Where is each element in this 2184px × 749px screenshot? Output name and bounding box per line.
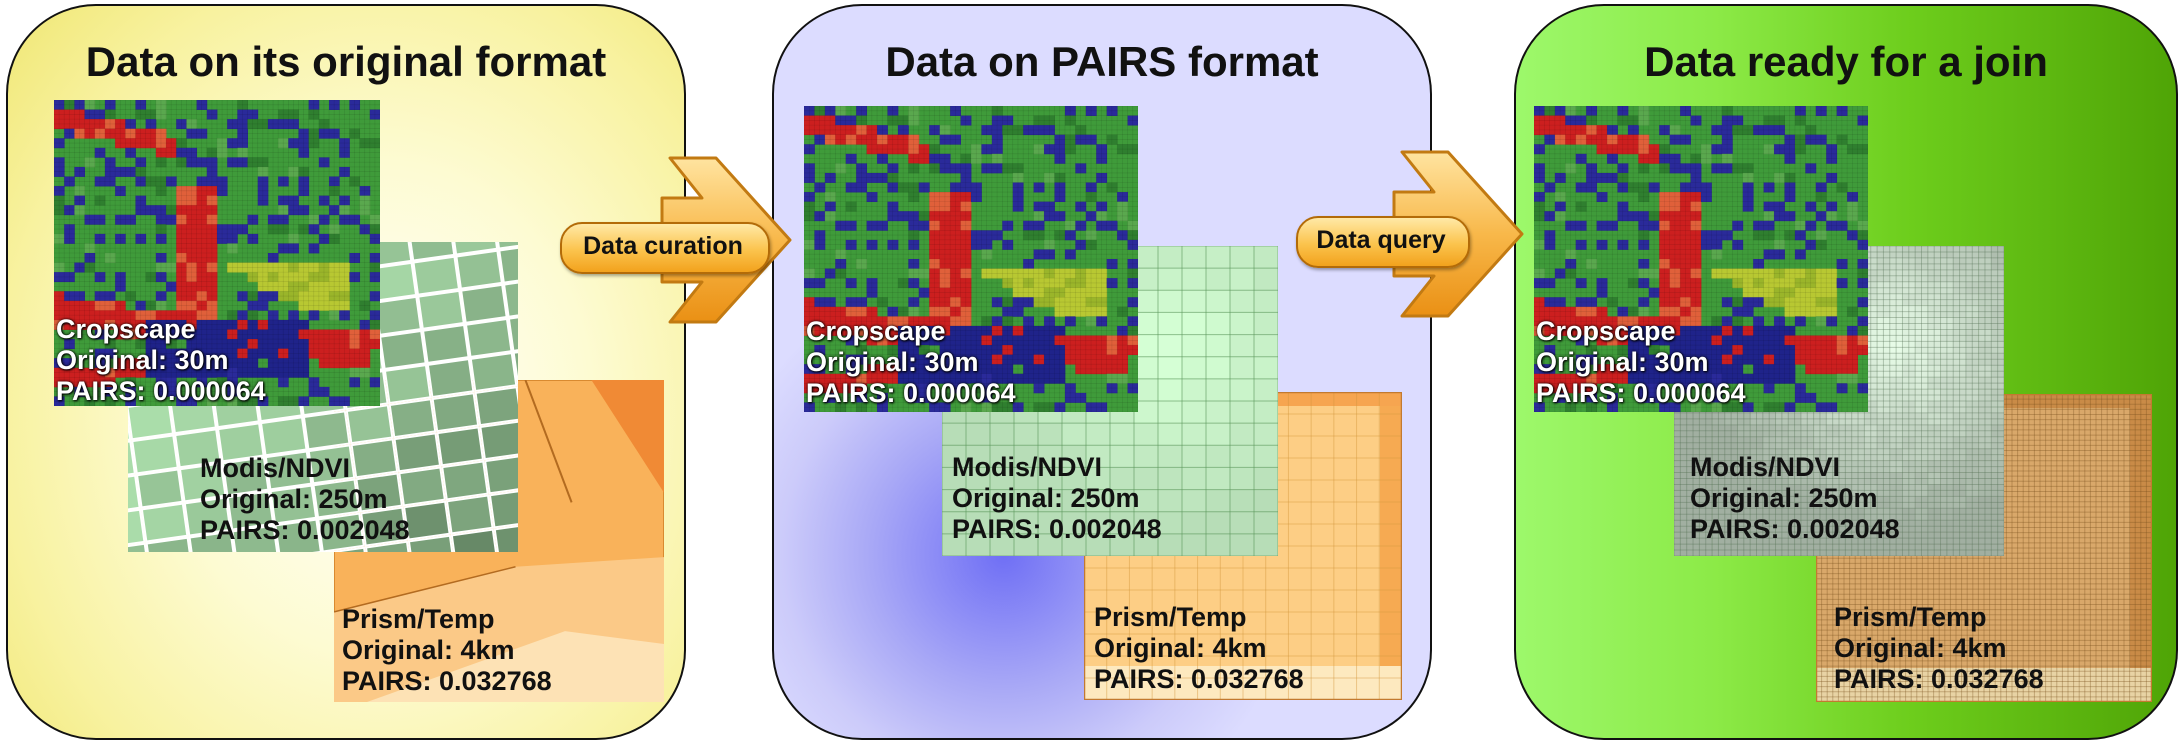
panel-title: Data on its original format <box>85 38 607 85</box>
prism-original: Original: 4km <box>1094 633 1267 663</box>
cropscape-original: Original: 30m <box>806 347 979 377</box>
modis-original: Original: 250m <box>952 483 1140 513</box>
cropscape-layer <box>1534 106 1868 412</box>
panel-original-format: Data on its original format Cropscape Or… <box>6 4 686 740</box>
modis-name: Modis/NDVI <box>1690 452 1841 482</box>
panel-title: Data ready for a join <box>1644 38 2048 85</box>
prism-pairs: PAIRS: 0.032768 <box>1094 664 1304 694</box>
cropscape-name: Cropscape <box>1536 316 1676 346</box>
data-curation-label: Data curation <box>583 232 743 260</box>
panel-pairs-format: Data on PAIRS format Cropscape Original:… <box>772 4 1432 740</box>
cropscape-original: Original: 30m <box>56 345 229 375</box>
modis-original: Original: 250m <box>200 484 388 514</box>
data-query-pill <box>1296 216 1470 268</box>
data-query-label: Data query <box>1316 226 1446 254</box>
prism-original: Original: 4km <box>342 635 515 665</box>
modis-name: Modis/NDVI <box>952 452 1103 482</box>
prism-pairs: PAIRS: 0.032768 <box>1834 664 2044 694</box>
cropscape-label: Cropscape Original: 30m PAIRS: 0.000064 <box>1536 316 1746 409</box>
prism-temp-label: Prism/Temp Original: 4km PAIRS: 0.032768 <box>342 604 552 697</box>
cropscape-pairs: PAIRS: 0.000064 <box>1536 378 1746 408</box>
prism-name: Prism/Temp <box>342 604 495 634</box>
cropscape-layer <box>804 106 1138 412</box>
prism-original: Original: 4km <box>1834 633 2007 663</box>
cropscape-label: Cropscape Original: 30m PAIRS: 0.000064 <box>806 316 1016 409</box>
modis-pairs: PAIRS: 0.002048 <box>1690 514 1900 544</box>
modis-original: Original: 250m <box>1690 483 1878 513</box>
data-curation-pill <box>560 222 770 274</box>
cropscape-pairs: PAIRS: 0.000064 <box>56 376 266 406</box>
panel-title: Data on PAIRS format <box>885 38 1319 85</box>
prism-name: Prism/Temp <box>1094 602 1247 632</box>
panel-ready-for-join: Data ready for a join Cropscape Original… <box>1514 4 2178 740</box>
cropscape-layer <box>54 100 380 406</box>
modis-ndvi-label: Modis/NDVI Original: 250m PAIRS: 0.00204… <box>952 452 1162 545</box>
modis-pairs: PAIRS: 0.002048 <box>200 515 410 545</box>
prism-pairs: PAIRS: 0.032768 <box>342 666 552 696</box>
prism-temp-label: Prism/Temp Original: 4km PAIRS: 0.032768 <box>1834 602 2044 695</box>
cropscape-label: Cropscape Original: 30m PAIRS: 0.000064 <box>56 314 266 407</box>
cropscape-name: Cropscape <box>56 314 196 344</box>
modis-name: Modis/NDVI <box>200 453 351 483</box>
modis-pairs: PAIRS: 0.002048 <box>952 514 1162 544</box>
modis-ndvi-label: Modis/NDVI Original: 250m PAIRS: 0.00204… <box>200 453 410 546</box>
prism-temp-label: Prism/Temp Original: 4km PAIRS: 0.032768 <box>1094 602 1304 695</box>
cropscape-pairs: PAIRS: 0.000064 <box>806 378 1016 408</box>
cropscape-name: Cropscape <box>806 316 946 346</box>
prism-name: Prism/Temp <box>1834 602 1987 632</box>
cropscape-original: Original: 30m <box>1536 347 1709 377</box>
modis-ndvi-label: Modis/NDVI Original: 250m PAIRS: 0.00204… <box>1690 452 1900 545</box>
